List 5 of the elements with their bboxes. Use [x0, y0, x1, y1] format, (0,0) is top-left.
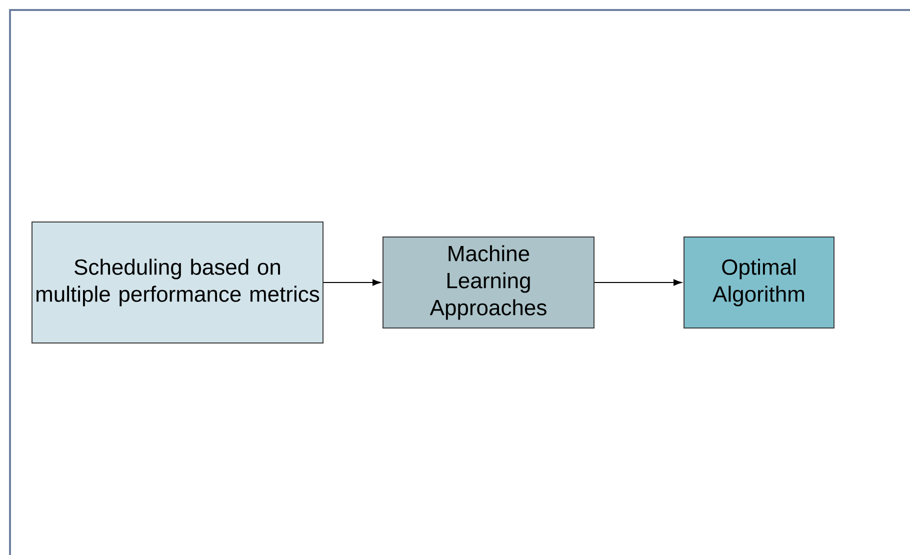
arrow: [594, 279, 682, 286]
arrow: [323, 279, 381, 286]
process-box: Machine Learning Approaches: [382, 236, 594, 328]
process-box: Scheduling based on multiple performance metrics: [32, 222, 324, 344]
process-box: Optimal Algorithm: [684, 236, 834, 328]
